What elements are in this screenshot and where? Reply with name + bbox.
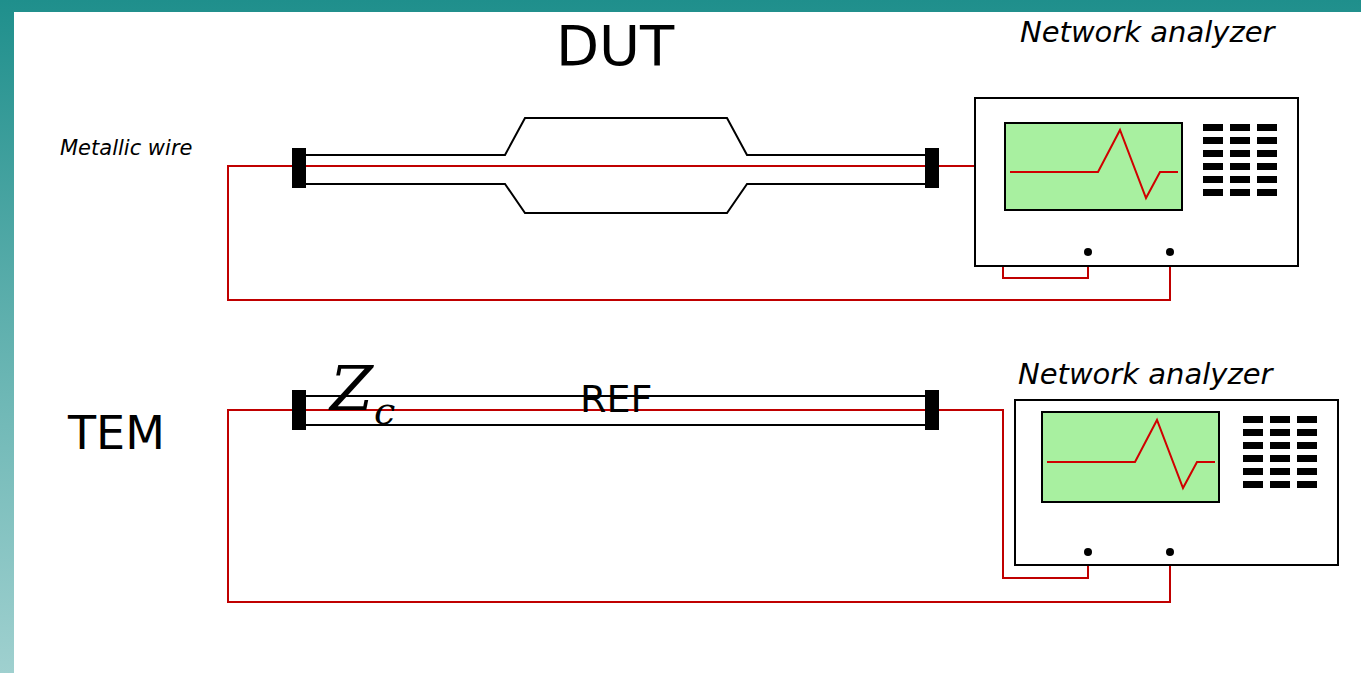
button [1203,150,1223,157]
analyzer-screen [1005,123,1182,210]
button [1230,137,1250,144]
button [1270,416,1290,423]
button [1203,189,1223,196]
instrument-label: Network analyzer [1018,360,1272,389]
button [1243,481,1263,488]
button [1257,150,1277,157]
button [1243,455,1263,462]
button [1203,137,1223,144]
button [1203,163,1223,170]
impedance-symbol: Z [330,358,373,420]
part-label: REF [580,380,652,418]
button [1257,124,1277,131]
button [1270,468,1290,475]
button [1297,416,1317,423]
signal-trace [1047,420,1215,488]
button [1257,189,1277,196]
port [1084,548,1092,556]
button [1257,137,1277,144]
metallic-wire [296,165,936,167]
button [1230,163,1250,170]
button [1257,176,1277,183]
port [1166,548,1174,556]
connector-cap [292,390,306,430]
button-grid [1203,124,1277,196]
port [1166,248,1174,256]
connector-cap [925,148,939,188]
button [1297,468,1317,475]
button [1297,442,1317,449]
part-label: DUT [556,18,674,74]
button [1230,150,1250,157]
button [1243,416,1263,423]
button [1230,176,1250,183]
signal-trace [1010,130,1178,198]
network-analyzer [1015,400,1338,565]
instrument-label: Network analyzer [1020,18,1274,47]
button [1230,124,1250,131]
button [1297,481,1317,488]
button [1203,124,1223,131]
connector-cap [292,148,306,188]
button [1270,429,1290,436]
dut-outline-bottom [300,184,932,213]
port [1084,248,1092,256]
network-analyzer [975,98,1298,266]
impedance-subscript: c [374,392,395,430]
dut-outline-top [300,118,932,155]
mode-label: TEM [68,410,165,456]
part-label: Metallic wire [60,138,192,159]
button [1270,442,1290,449]
connector-cap [925,390,939,430]
button [1270,455,1290,462]
analyzer-screen [1042,412,1219,502]
button [1243,442,1263,449]
button-grid [1243,416,1317,488]
button [1270,481,1290,488]
button [1243,468,1263,475]
button [1297,429,1317,436]
button [1243,429,1263,436]
button [1257,163,1277,170]
button [1230,189,1250,196]
button [1297,455,1317,462]
button [1203,176,1223,183]
